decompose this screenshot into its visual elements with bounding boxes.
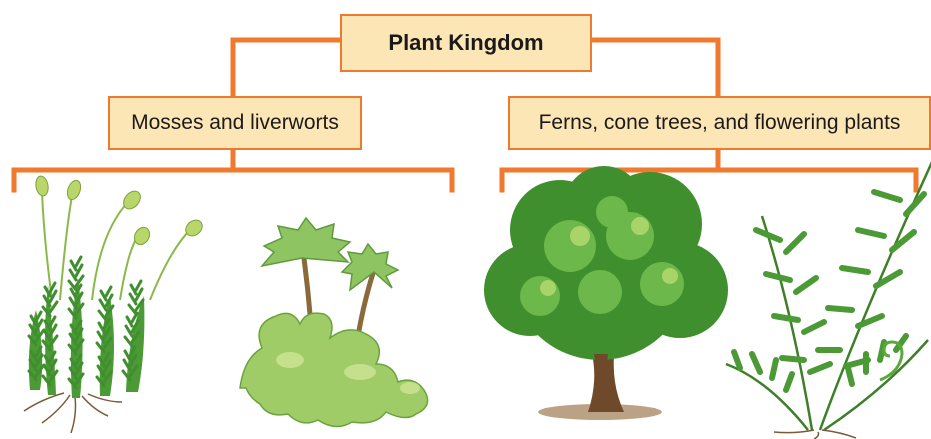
root-node-plant-kingdom: Plant Kingdom <box>340 14 592 72</box>
group-node-ferns-cone-trees-flowering: Ferns, cone trees, and flowering plants <box>508 96 931 150</box>
fern-illustration <box>726 162 931 439</box>
group-node-label: Mosses and liverworts <box>131 111 339 135</box>
tree-illustration <box>484 166 728 420</box>
root-node-label: Plant Kingdom <box>388 30 543 56</box>
liverwort-illustration <box>240 218 428 427</box>
group-node-mosses-liverworts: Mosses and liverworts <box>108 96 362 150</box>
thallus-shape <box>240 313 428 426</box>
group-node-label: Ferns, cone trees, and flowering plants <box>539 111 901 135</box>
moss-illustration <box>24 175 205 433</box>
